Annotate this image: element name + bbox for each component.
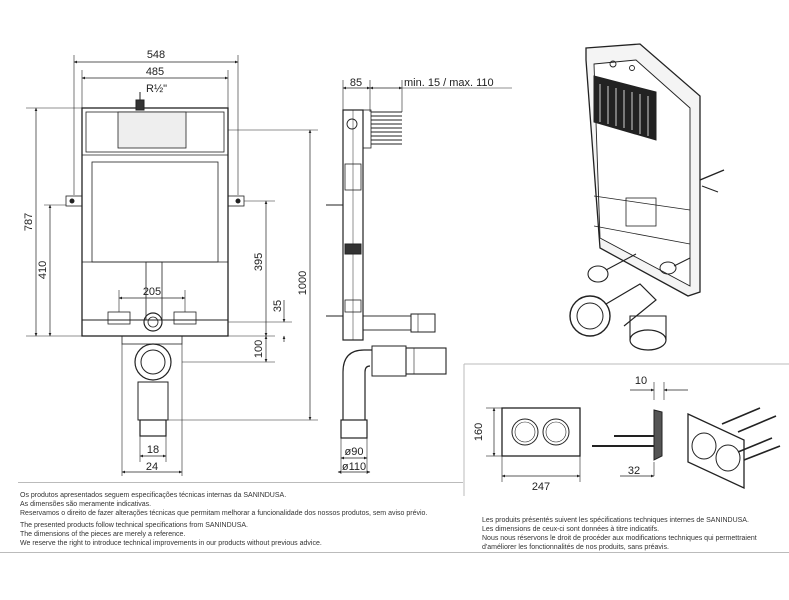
note-en-line: The dimensions of the pieces are merely … (20, 531, 186, 538)
dim-410: 410 (37, 261, 49, 279)
note-fr-line: d'améliorer les fonctionnalités de nos p… (482, 544, 669, 551)
dim-787: 787 (23, 213, 35, 231)
notes-divider-bottom (0, 552, 789, 553)
dim-32: 32 (628, 465, 640, 477)
notes-pt: Os produtos apresentados seguem especifi… (20, 491, 460, 518)
dim-24: 24 (146, 461, 158, 473)
thread-label: R½" (146, 83, 167, 95)
dim-dia-90: ø90 (345, 446, 364, 458)
side-view (326, 80, 512, 474)
note-fr-line: Les dimensions de ceux-ci sont données à… (482, 526, 660, 533)
flush-plate-labels: 160 247 10 32 (473, 375, 647, 493)
note-pt-line: Os produtos apresentados seguem especifi… (20, 492, 287, 499)
dim-548: 548 (147, 49, 165, 61)
front-view (26, 55, 318, 476)
dim-100: 100 (253, 340, 265, 358)
side-view-labels: 85 min. 15 / max. 110 ø90 ø110 (342, 77, 494, 473)
dim-18: 18 (147, 444, 159, 456)
note-en-line: The presented products follow technical … (20, 522, 248, 529)
dim-485: 485 (146, 66, 164, 78)
wall-thickness-range: min. 15 / max. 110 (404, 77, 494, 89)
front-view-labels: 548 485 R½" 787 410 395 1000 205 35 100 … (23, 49, 309, 473)
flush-plate-box (463, 363, 789, 496)
isometric-view (569, 43, 725, 351)
dim-395: 395 (253, 253, 265, 271)
notes-divider-top (18, 482, 463, 483)
dim-85: 85 (350, 77, 362, 89)
note-fr-line: Les produits présentés suivent les spéci… (482, 517, 749, 524)
dim-247: 247 (532, 481, 550, 493)
dim-205: 205 (143, 286, 161, 298)
dim-1000: 1000 (297, 271, 309, 295)
note-fr-line: Nous nous réservons le droit de procéder… (482, 535, 757, 542)
dim-10: 10 (635, 375, 647, 387)
dim-dia-110: ø110 (342, 461, 366, 473)
note-pt-line: As dimensões são meramente indicativas. (20, 501, 152, 508)
dim-35: 35 (272, 300, 284, 312)
dim-160: 160 (473, 423, 485, 441)
notes-en: The presented products follow technical … (20, 521, 460, 548)
notes-fr: Les produits présentés suivent les spéci… (482, 516, 782, 552)
note-pt-line: Reservamos o direito de fazer alterações… (20, 510, 428, 517)
note-en-line: We reserve the right to introduce techni… (20, 540, 322, 547)
